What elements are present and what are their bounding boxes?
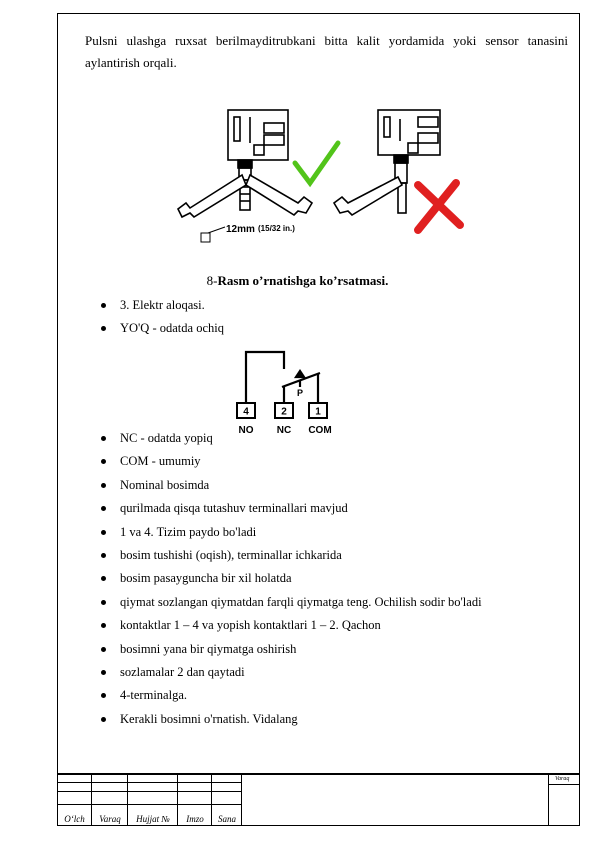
terminal-2: 2 [281, 407, 287, 418]
bullet-icon [101, 693, 106, 699]
list-item: Kerakli bosimni o'rnatish. Vidalang [100, 708, 482, 731]
title-block: Varaq O‘lch Varaq Hujjat № Imzo Sana [57, 773, 580, 826]
bullet-icon [101, 529, 106, 535]
label-com: COM [308, 425, 331, 436]
caption-number: 8- [206, 273, 218, 288]
stamp-col-hujjat: Hujjat № [136, 814, 170, 824]
bullet-icon [101, 576, 106, 582]
bullet-icon [101, 326, 106, 332]
figure-caption: 8-Rasm o’rnatishga ko’rsatmasi. [0, 273, 595, 289]
list-item: YO'Q - odatda ochiq [100, 317, 224, 340]
bullet-icon [101, 482, 106, 488]
dimension-fraction: (15/32 in.) [258, 224, 295, 233]
bullet-icon [101, 669, 106, 675]
wiring-diagram: P 4 2 1 NO NC COM [236, 350, 332, 436]
terminal-4: 4 [243, 407, 249, 418]
dimension-text: 12mm [226, 224, 255, 235]
list-item: bosim tushishi (oqish), terminallar ichk… [100, 544, 482, 567]
bullet-icon [101, 552, 106, 558]
list-item: 3. Elektr aloqasi. [100, 294, 224, 317]
label-no: NO [239, 425, 254, 436]
sensor-wrong [377, 109, 441, 214]
list-item: kontaktlar 1 – 4 va yopish kontaktlari 1… [100, 614, 482, 637]
installation-figure: 12mm (15/32 in.) [176, 109, 464, 243]
stamp-col-imzo: Imzo [186, 814, 204, 824]
sensor-correct [227, 109, 289, 211]
check-icon [292, 140, 341, 188]
page-frame [57, 13, 580, 826]
bullet-icon [101, 599, 106, 605]
pressure-label: P [297, 388, 303, 398]
bullet-list-top: 3. Elektr aloqasi. YO'Q - odatda ochiq [100, 294, 224, 341]
list-item: 4-terminalga. [100, 684, 482, 707]
stamp-col-olch: O‘lch [64, 814, 85, 824]
list-item: COM - umumiy [100, 450, 482, 473]
list-item: qiymat sozlangan qiymatdan farqli qiymat… [100, 591, 482, 614]
stamp-col-sana: Sana [218, 814, 236, 824]
list-item: qurilmada qisqa tutashuv terminallari ma… [100, 497, 482, 520]
list-item: sozlamalar 2 dan qaytadi [100, 661, 482, 684]
caption-text: Rasm o’rnatishga ko’rsatmasi. [217, 273, 389, 288]
list-item: 1 va 4. Tizim paydo bo'ladi [100, 521, 482, 544]
list-item: NC - odatda yopiq [100, 427, 482, 450]
stamp-col-varaq: Varaq [99, 814, 121, 824]
list-item: Nominal bosimda [100, 474, 482, 497]
bullet-icon [101, 716, 106, 722]
bullet-icon [101, 459, 106, 465]
label-nc: NC [277, 425, 291, 436]
list-item: bosim pasayguncha bir xil holatda [100, 567, 482, 590]
cross-icon [414, 179, 464, 234]
wrench-right [332, 175, 404, 217]
list-item: bosimni yana bir qiymatga oshirish [100, 638, 482, 661]
sheet-label: Varaq [555, 776, 570, 782]
bullet-icon [101, 303, 106, 308]
bullet-icon [101, 436, 106, 441]
terminal-1: 1 [315, 407, 321, 418]
bullet-icon [101, 623, 106, 629]
bullet-icon [101, 506, 106, 512]
bullet-list-bottom: NC - odatda yopiq COM - umumiy Nominal b… [100, 427, 482, 731]
bullet-icon [101, 646, 106, 652]
wrench-left [176, 173, 314, 219]
intro-paragraph: Pulsni ulashga ruxsat berilmayditrubkani… [85, 33, 568, 70]
